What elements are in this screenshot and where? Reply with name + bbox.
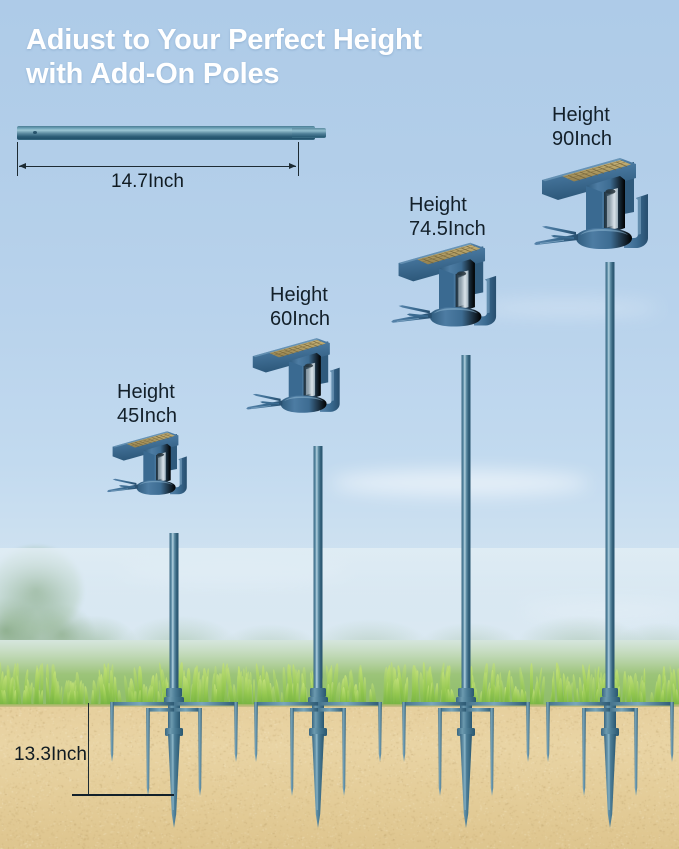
pole-lamp-60 (308, 446, 328, 706)
solar-lamp-lamp-45 (100, 420, 205, 508)
tall-grass (0, 660, 679, 708)
height-label-lamp-74: Height 74.5Inch (409, 194, 486, 240)
grass-blade (66, 691, 70, 708)
stake-lamp-90 (546, 702, 674, 828)
ground-depth-label: 13.3Inch (14, 744, 87, 765)
page-title: Adiust to Your Perfect Height with Add-O… (26, 24, 422, 90)
cloud (330, 470, 590, 496)
pole-lamp-90 (600, 262, 620, 706)
stake-lamp-74 (402, 702, 530, 828)
height-label-lamp-90: Height 90Inch (552, 104, 613, 150)
add-on-pole-tip (292, 128, 326, 138)
height-label-lamp-45: Height 45Inch (117, 381, 178, 427)
pole-hole-icon (33, 131, 37, 134)
pole-lamp-74 (456, 355, 476, 706)
solar-lamp-lamp-90 (524, 142, 674, 267)
stake-lamp-60 (254, 702, 382, 828)
pole-length-label: 14.7Inch (111, 171, 184, 192)
solar-lamp-lamp-74 (382, 228, 520, 343)
solar-lamp-lamp-60 (238, 325, 361, 428)
grass-blade (529, 662, 534, 708)
grass-blade (252, 678, 255, 708)
add-on-pole-specimen (17, 126, 315, 140)
height-label-lamp-60: Height 60Inch (270, 284, 331, 330)
pole-lamp-45 (164, 533, 184, 706)
stake-lamp-45 (110, 702, 238, 828)
